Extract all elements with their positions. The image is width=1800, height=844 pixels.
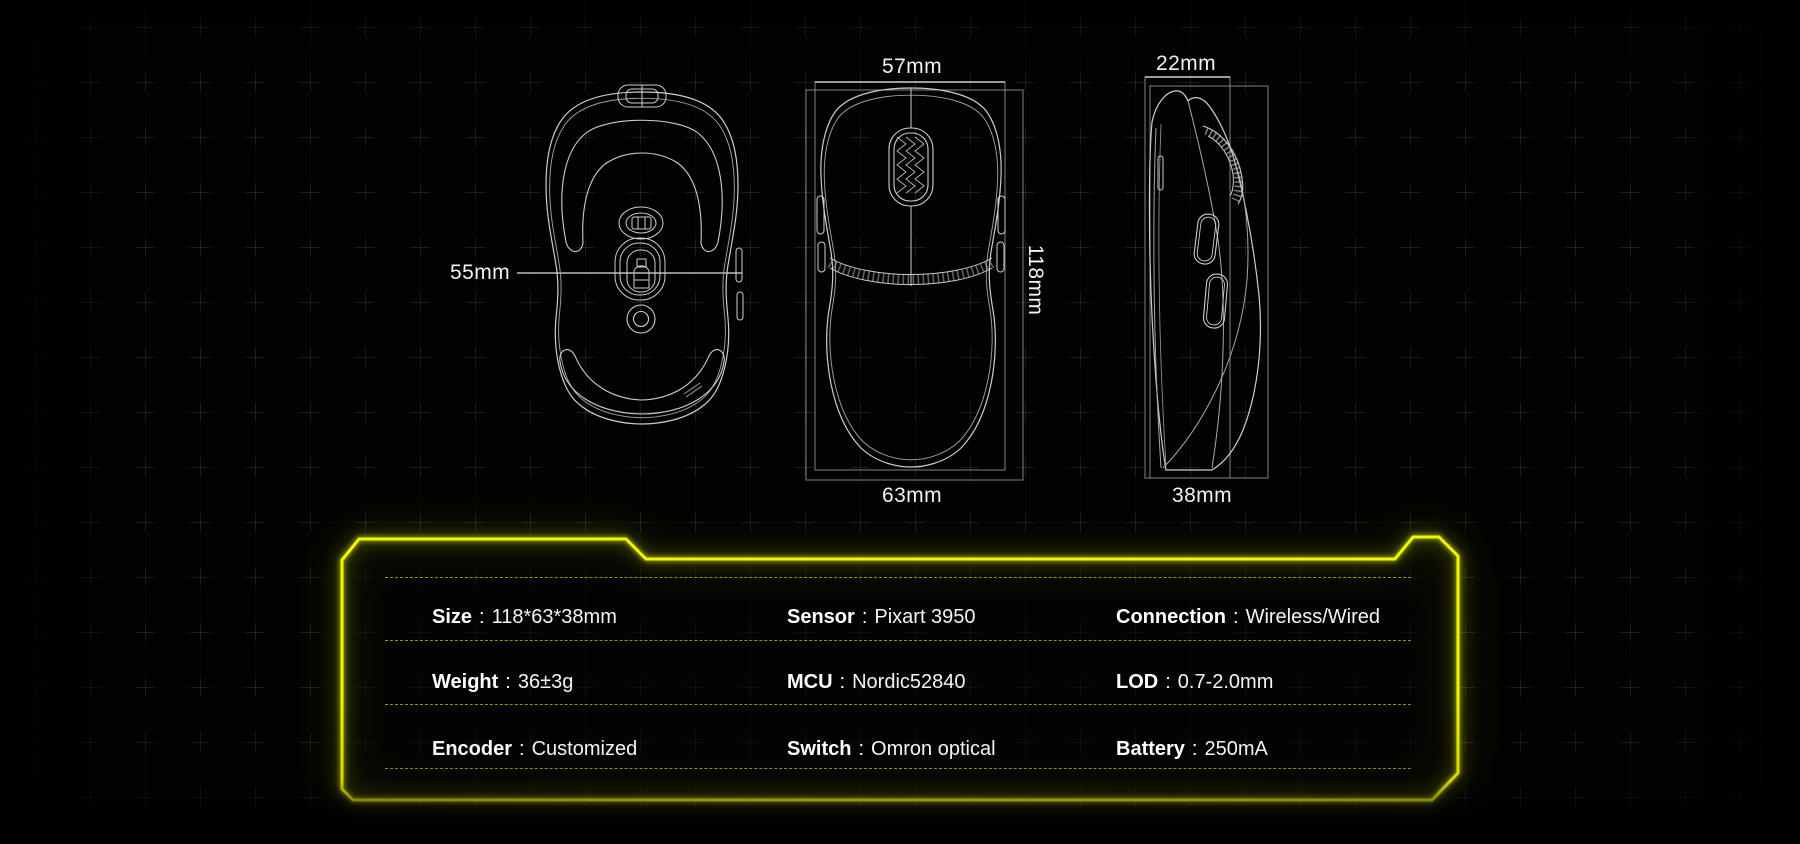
spec-cell-weight: Weight:36±3g [432, 669, 573, 695]
spec-separator: : [1191, 738, 1198, 760]
spec-separator: : [1233, 606, 1239, 628]
row-divider [385, 704, 1411, 705]
spec-label: Connection [1116, 606, 1226, 628]
spec-value: Nordic52840 [852, 671, 966, 693]
spec-value: Customized [531, 738, 638, 760]
row-divider [385, 577, 1411, 578]
spec-cell-size: Size:118*63*38mm [432, 604, 617, 630]
spec-cell-connection: Connection: Wireless/Wired [1116, 604, 1380, 630]
spec-value: Wireless/Wired [1245, 606, 1381, 628]
spec-label: Sensor [787, 606, 855, 628]
spec-cell-encoder: Encoder: Customized [432, 736, 637, 762]
spec-separator: : [858, 738, 865, 760]
spec-separator: : [505, 671, 511, 693]
spec-label: MCU [787, 671, 833, 693]
spec-separator: : [479, 606, 485, 628]
spec-value: Pixart 3950 [874, 606, 976, 628]
spec-cell-sensor: Sensor: Pixart 3950 [787, 604, 976, 630]
spec-label: Battery [1116, 738, 1185, 760]
spec-label: Weight [432, 671, 499, 693]
spec-cell-battery: Battery:250mA [1116, 736, 1268, 762]
spec-value: 0.7-2.0mm [1177, 671, 1274, 693]
spec-label: Switch [787, 738, 852, 760]
spec-separator: : [519, 738, 525, 760]
spec-value: 36±3g [517, 671, 574, 693]
spec-value: 118*63*38mm [491, 606, 617, 628]
spec-separator: : [1165, 671, 1171, 693]
spec-cell-mcu: MCU: Nordic52840 [787, 669, 966, 695]
spec-cell-switch: Switch: Omron optical [787, 736, 996, 762]
spec-label: Size [432, 606, 473, 628]
spec-label: LOD [1116, 671, 1159, 693]
row-divider [385, 768, 1411, 769]
spec-separator: : [839, 671, 846, 693]
spec-cell-lod: LOD:0.7-2.0mm [1116, 669, 1273, 695]
row-divider [385, 640, 1411, 641]
spec-separator: : [861, 606, 868, 628]
spec-label: Encoder [432, 738, 513, 760]
spec-value: 250mA [1204, 738, 1268, 760]
spec-value: Omron optical [871, 738, 996, 760]
